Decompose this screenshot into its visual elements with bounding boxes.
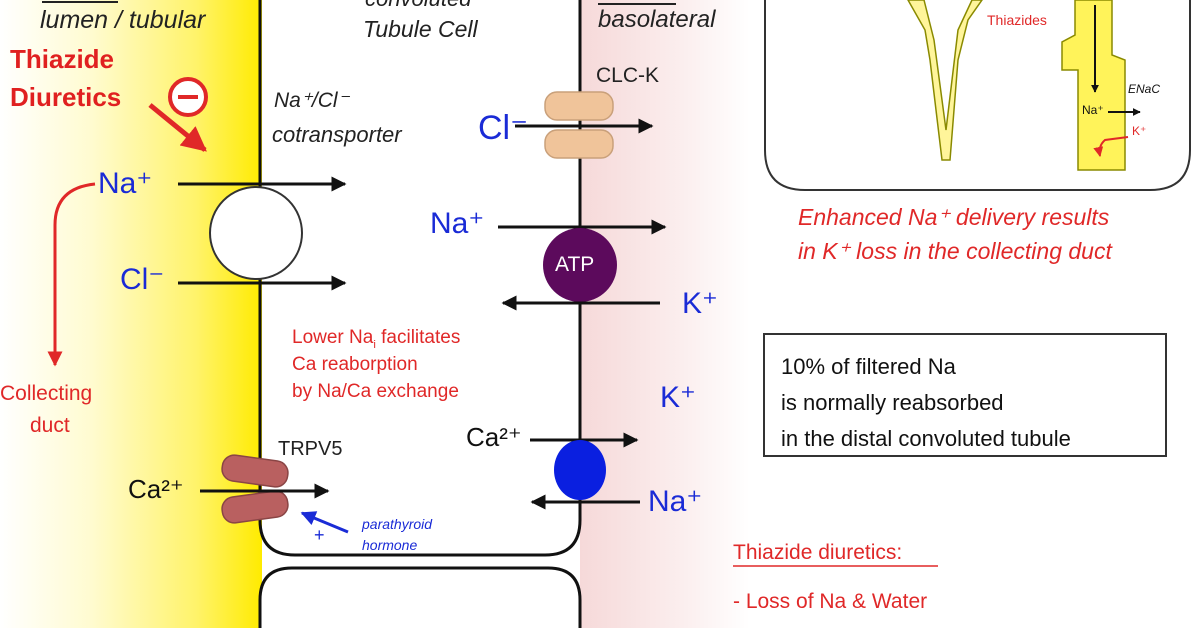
thiazide-label-2: Diuretics <box>10 82 122 112</box>
na-ion-pump: Na⁺ <box>430 207 485 240</box>
note-line-2: is normally reabsorbed <box>781 390 1004 415</box>
pth-label-2: hormone <box>362 537 418 553</box>
cotransporter-label-1: Na⁺/Cl⁻ <box>274 89 349 112</box>
inset-k-label: K⁺ <box>1132 124 1147 138</box>
ca-ion-lumen: Ca²⁺ <box>128 474 184 504</box>
k-ion-pump: K⁺ <box>682 287 718 320</box>
thiazide-label-1: Thiazide <box>10 44 115 74</box>
cl-ion-clck: Cl⁻ <box>478 109 529 147</box>
enhanced-note-2: in K⁺ loss in the collecting duct <box>798 238 1112 264</box>
thiazide-effects-heading: Thiazide diuretics: <box>733 541 903 564</box>
enhanced-note-1: Enhanced Na⁺ delivery results <box>798 204 1110 230</box>
atp-pump-shape <box>543 228 617 302</box>
clck-channel-shape <box>544 91 614 159</box>
inset-enac-label: ENaC <box>1128 82 1161 96</box>
collecting-duct-arrow <box>47 182 96 367</box>
lower-na-note-1: Lower Nai facilitates <box>292 327 461 351</box>
na-ion-lumen: Na⁺ <box>98 167 153 200</box>
inset-thiazides-label: Thiazides <box>987 12 1047 28</box>
lumen-label: lumen / tubular <box>40 6 206 34</box>
lumen-region <box>0 0 262 628</box>
cotransporter-label-2: cotransporter <box>272 122 402 147</box>
pth-label-1: parathyroid <box>362 516 433 532</box>
inset-na-label: Na⁺ <box>1082 103 1104 117</box>
na-ion-exchange: Na⁺ <box>648 485 703 518</box>
note-line-3: in the distal convoluted tubule <box>781 426 1071 451</box>
thiazide-arrow <box>148 103 207 152</box>
pth-arrow <box>300 511 349 534</box>
inset-box <box>764 0 1191 191</box>
lower-cell-membrane <box>258 566 582 628</box>
pth-plus: + <box>314 525 325 545</box>
clck-label: CLC-K <box>596 64 660 87</box>
lower-na-note-3: by Na/Ca exchange <box>292 381 459 402</box>
trpv5-label: TRPV5 <box>278 438 343 460</box>
nacl-cotransporter-shape <box>209 186 303 280</box>
cell-top-label: convoluted <box>365 0 471 12</box>
ca-ion-baso: Ca²⁺ <box>466 422 522 452</box>
collecting-duct-label-2: duct <box>30 414 70 437</box>
k-ion-basolateral: K⁺ <box>660 381 696 414</box>
cell-membrane <box>258 0 582 557</box>
atp-label: ATP <box>555 253 595 276</box>
reabsorption-note-box: 10% of filtered Na is normally reabsorbe… <box>763 333 1167 457</box>
trpv5-channel-shape <box>221 454 289 524</box>
basolateral-label: basolateral <box>598 6 716 33</box>
lower-na-note-2: Ca reaborption <box>292 354 418 375</box>
cell-label: Tubule Cell <box>363 16 478 42</box>
nephron-loop-shape <box>907 0 983 161</box>
cl-ion-lumen: Cl⁻ <box>120 263 165 296</box>
thiazide-effect-1: - Loss of Na & Water <box>733 590 928 613</box>
collecting-duct-label-1: Collecting <box>0 382 93 405</box>
naca-exchanger-shape <box>554 440 606 500</box>
note-line-1: 10% of filtered Na <box>781 354 956 379</box>
